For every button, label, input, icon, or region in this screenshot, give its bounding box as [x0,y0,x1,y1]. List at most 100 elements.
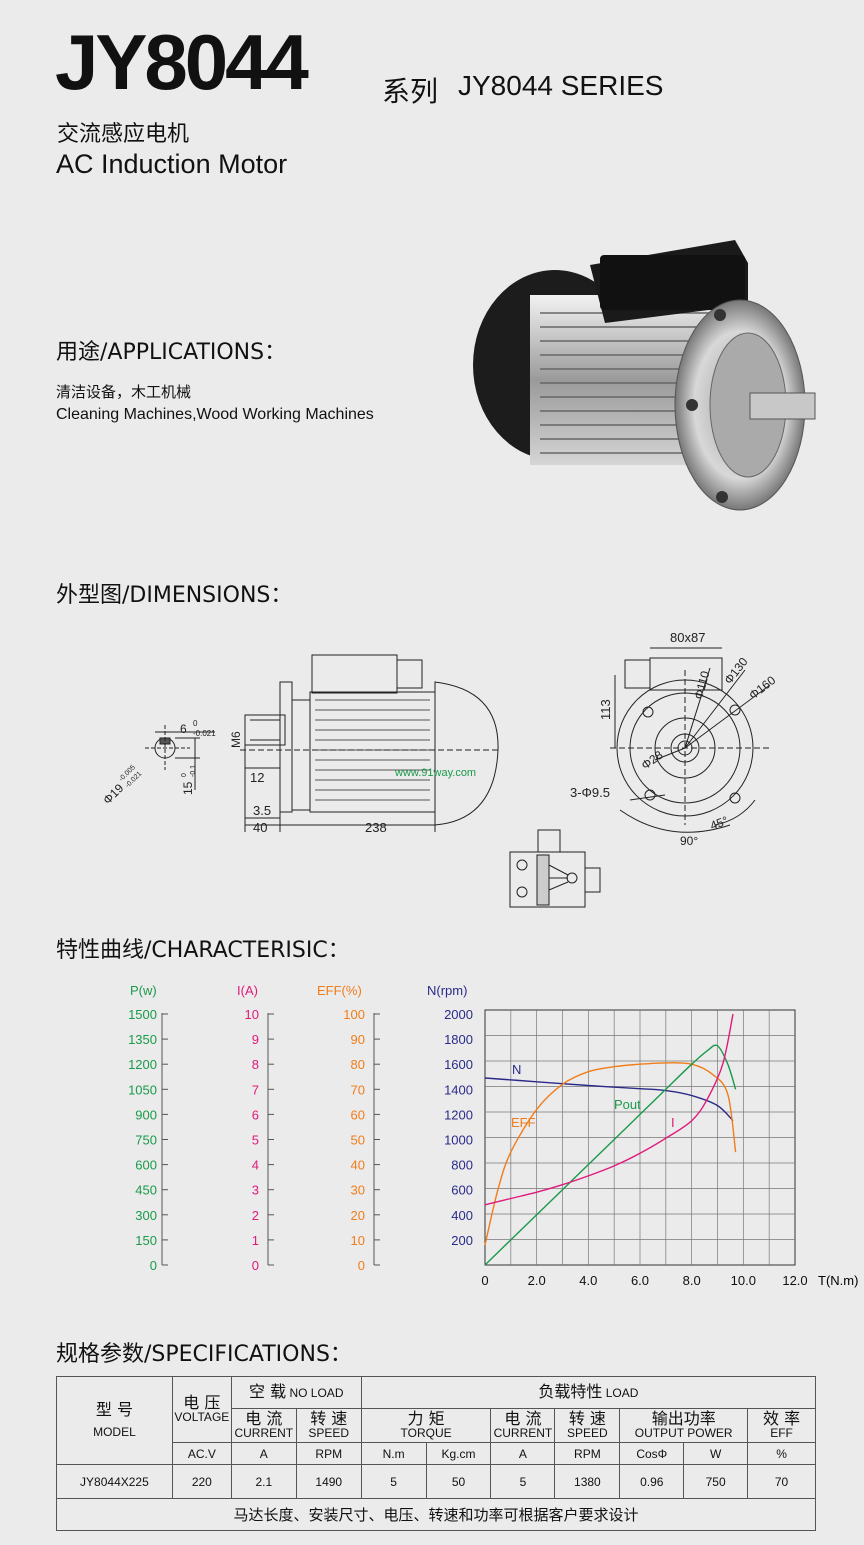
y-tick-label: 1200 [128,1057,157,1072]
model-cell: JY8044X225 [56,1464,173,1499]
characteristic-chart: 0150300450600750900105012001350150001234… [128,983,858,1288]
y-tick-label: 0 [150,1258,157,1273]
y-tick-label: 30 [351,1183,365,1198]
key-tol-upper: 0 [193,719,198,728]
torque-nm-cell: 5 [360,1464,427,1499]
y-tick-label: 1 [252,1233,259,1248]
model-header: 型 号 MODEL [56,1376,173,1465]
spec-table: 型 号 MODEL 电 压 VOLTAGE 空 载 NO LOAD 负载特性 L… [56,1376,817,1531]
d160-label: Φ160 [746,673,778,702]
unit-cell: RPM [295,1442,362,1465]
p-axis-title: P(w) [130,983,157,998]
curve-label-pout: Pout [614,1097,641,1112]
x-tick-label: 0 [481,1273,488,1288]
x-tick-label: 12.0 [782,1273,807,1288]
unit-cell: CosΦ [619,1442,685,1465]
y-tick-label: 300 [135,1208,157,1223]
motor-photo [473,240,816,511]
y-tick-label: 0 [358,1258,365,1273]
y-tick-label: 90 [351,1032,365,1047]
voltage-header: 电 压 VOLTAGE [171,1376,232,1443]
y-tick-label: 70 [351,1082,365,1097]
y-tick-label: 8 [252,1057,259,1072]
y-tick-label: 9 [252,1032,259,1047]
y-tick-label: 900 [135,1107,157,1122]
dimensions-title: 外型图/DIMENSIONS： [56,583,293,608]
subtitle-en: AC Induction Motor [56,149,288,179]
y-tick-label: 100 [343,1007,365,1022]
key-width-label: 6 [180,722,187,736]
applications-title: 用途/APPLICATIONS： [56,340,287,365]
n-axis-title: N(rpm) [427,983,467,998]
series-line-pout [484,1044,737,1266]
thread-len-label: 12 [250,770,264,785]
y-tick-label: 2000 [444,1007,473,1022]
y-tick-label: 1600 [444,1057,473,1072]
t-axis-title: T(N.m) [818,1273,858,1288]
watermark: www.91way.com [394,767,476,779]
y-tick-label: 40 [351,1158,365,1173]
y-tick-label: 1400 [444,1082,473,1097]
body-len-label: 238 [365,820,387,835]
series-label-en: JY8044 SERIES [458,70,664,101]
key-depth-tol-upper: 0 [181,773,188,777]
y-tick-label: 750 [135,1133,157,1148]
x-tick-label: 4.0 [579,1273,597,1288]
d130-label: Φ130 [721,655,750,687]
y-tick-label: 6 [252,1107,259,1122]
unit-cell: A [490,1442,556,1465]
y-tick-label: 10 [245,1007,259,1022]
front-view [610,647,771,833]
y-tick-label: 600 [451,1183,473,1198]
shaft-len-label: 40 [253,820,267,835]
eff-cell: 70 [747,1464,816,1499]
table-footer-note: 马达长度、安装尺寸、电压、转速和功率可根据客户要求设计 [56,1498,816,1531]
torque-kgcm-cell: 50 [425,1464,492,1499]
applications-text-cn: 清洁设备，木工机械 [56,383,192,401]
angle90-label: 90° [680,834,698,848]
y-tick-label: 60 [351,1107,365,1122]
y-tick-label: 800 [451,1158,473,1173]
table-row: JY8044X225 220 2.1 1490 5 50 5 1380 0.96… [56,1464,816,1499]
series-label-cn: 系列 [382,75,439,108]
unit-cell: % [747,1442,816,1465]
y-tick-label: 400 [451,1208,473,1223]
dimension-drawing: 6 0 -0.021 Φ19 -0.005 -0.021 15 0 -0.1 [100,630,778,908]
shaft-dia-label: Φ19 [100,781,126,807]
l-current-cell: 5 [490,1464,556,1499]
curve-label-n: N [512,1062,521,1077]
height-label: 113 [598,699,613,720]
specifications-title: 规格参数/SPECIFICATIONS： [56,1342,352,1367]
y-tick-label: 450 [135,1183,157,1198]
cosphi-cell: 0.96 [619,1464,685,1499]
holes-label: 3-Φ9.5 [570,785,610,800]
key-depth-label: 15 [181,781,195,795]
y-tick-label: 150 [135,1233,157,1248]
y-tick-label: 50 [351,1133,365,1148]
thread-label: M6 [229,731,243,748]
y-tick-label: 1000 [444,1133,473,1148]
series-line-i [484,1013,734,1206]
y-tick-label: 1050 [128,1082,157,1097]
power-cell: 750 [683,1464,749,1499]
unit-cell: W [683,1442,749,1465]
shaft-section [145,725,215,790]
applications-text-en: Cleaning Machines,Wood Working Machines [56,406,374,423]
nl-current-cell: 2.1 [230,1464,297,1499]
box-label: 80x87 [670,630,705,645]
characteristic-title: 特性曲线/CHARACTERISIC： [56,938,350,963]
load-header: 负载特性 LOAD [360,1376,817,1409]
terminal-box-view [509,829,601,908]
d28-label: Φ28 [639,748,666,773]
y-tick-label: 200 [451,1233,473,1248]
l-speed-cell: 1380 [554,1464,621,1499]
y-tick-label: 1800 [444,1032,473,1047]
curve-label-eff: EFF [511,1115,536,1130]
nl-speed-cell: 1490 [295,1464,362,1499]
voltage-cell: 220 [171,1464,232,1499]
shoulder-label: 3.5 [253,803,271,818]
